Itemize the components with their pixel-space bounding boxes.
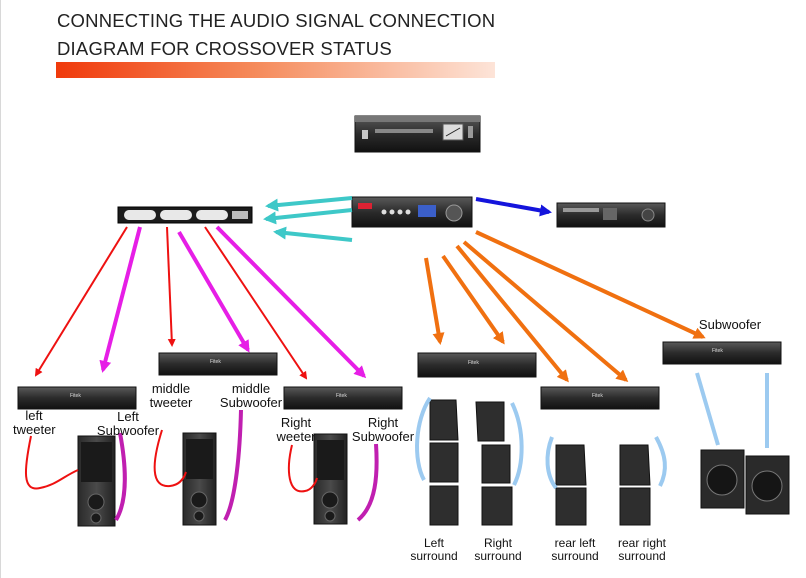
title-gradient-bar (56, 62, 495, 78)
amplifier-left: Fitek (17, 386, 137, 410)
svg-text:Fitek: Fitek (712, 348, 723, 354)
processor-to-player-arrow (475, 197, 552, 217)
subwoofer-cabinets (695, 372, 790, 515)
label-middle-tweeter: middle tweeter (149, 381, 193, 410)
surround-speakers (429, 399, 651, 526)
page-left-rule (0, 0, 1, 578)
crossover-device (117, 206, 253, 224)
processor-to-crossover-arrows (263, 196, 353, 242)
player-device (556, 202, 666, 228)
label-left-tweeter: left tweeter (13, 408, 56, 437)
amplifier-middle: Fitek (158, 352, 278, 376)
surround-wires (415, 396, 667, 490)
speaker-middle (182, 432, 217, 526)
amplifier-surround-rear: Fitek (540, 386, 660, 410)
label-right-tweeter: Right weeter (276, 415, 316, 444)
processor-surround-arrows (424, 230, 706, 383)
label-left-subwoofer: Left Subwoofer (96, 409, 160, 438)
speaker-left (77, 435, 116, 527)
amplifier-right: Fitek (283, 386, 403, 410)
svg-text:Fitek: Fitek (210, 359, 221, 365)
label-right-surround: Right surround (474, 536, 522, 563)
title-line-1: CONNECTING THE AUDIO SIGNAL CONNECTION (57, 10, 496, 31)
crossover-output-arrows (34, 225, 367, 380)
label-left-surround: Left surround (410, 536, 458, 563)
label-right-subwoofer: Right Subwoofer (351, 415, 415, 444)
label-subwoofer: Subwoofer (698, 317, 762, 332)
svg-text:Fitek: Fitek (336, 393, 347, 399)
main-speaker-wires (24, 409, 379, 522)
label-rear-left-surround: rear left surround (551, 536, 599, 563)
speaker-right (313, 433, 348, 525)
svg-text:Fitek: Fitek (70, 393, 81, 399)
svg-text:Fitek: Fitek (592, 393, 603, 399)
label-middle-subwoofer: middle Subwoofer (219, 381, 283, 410)
label-rear-right-surround: rear right surround (617, 536, 667, 563)
title-line-2: DIAGRAM FOR CROSSOVER STATUS (57, 38, 392, 59)
amplifier-subwoofer: Fitek (662, 341, 782, 365)
svg-text:Fitek: Fitek (468, 360, 479, 366)
audio-processor-device (351, 196, 473, 228)
amplifier-surround-front: Fitek (417, 352, 537, 378)
power-sequencer-unit (354, 115, 481, 153)
page-title: CONNECTING THE AUDIO SIGNAL CONNECTION D… (57, 7, 495, 63)
